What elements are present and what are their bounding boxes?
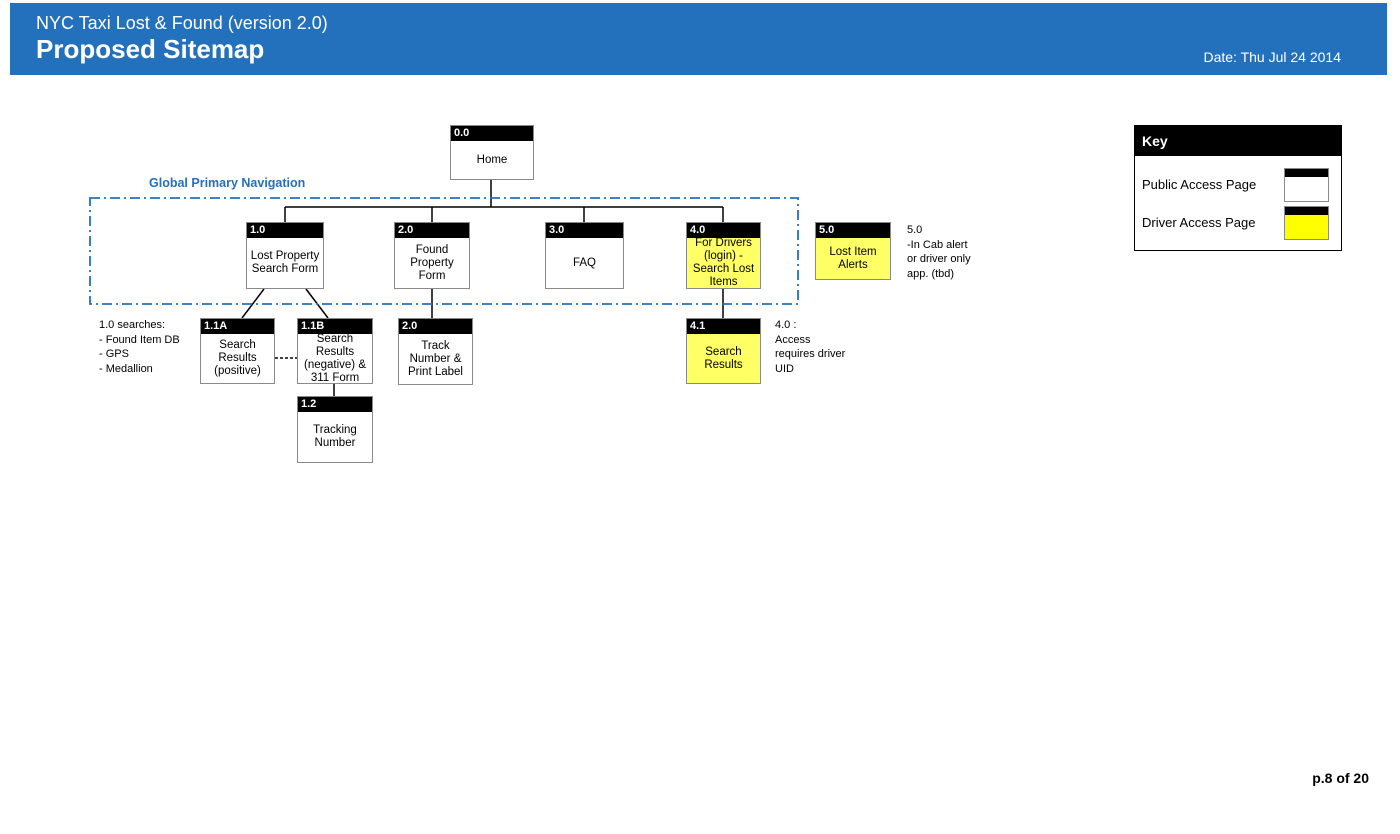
header-banner: NYC Taxi Lost & Found (version 2.0) Prop… <box>10 3 1387 75</box>
page-box-found-property-form: 2.0 Found Property Form <box>394 222 470 289</box>
page-number: p.8 of 20 <box>1312 770 1369 786</box>
page-label: Home <box>476 153 508 166</box>
page-box-lost-property-search: 1.0 Lost Property Search Form <box>246 222 324 289</box>
page-id: 1.1B <box>298 319 372 334</box>
legend-driver-label: Driver Access Page <box>1142 215 1256 230</box>
global-nav-label: Global Primary Navigation <box>149 176 306 190</box>
page-id: 1.2 <box>298 397 372 412</box>
page-label: Found Property Form <box>410 243 454 282</box>
global-nav-boundary <box>89 197 799 305</box>
legend-public-swatch <box>1284 168 1329 202</box>
page-box-search-results-negative: 1.1B Search Results (negative) & 311 For… <box>297 318 373 384</box>
note-4-0: 4.0 : Access requires driver UID <box>775 319 846 375</box>
page-box-driver-search-results: 4.1 Search Results <box>686 318 761 384</box>
page-label: Search Results <box>704 345 743 371</box>
page-label: Tracking Number <box>313 424 357 449</box>
page-id: 4.1 <box>687 319 760 334</box>
page-id: 1.0 <box>247 223 323 238</box>
page-id: 1.1A <box>201 319 274 334</box>
page-id: 4.0 <box>687 223 760 238</box>
document-subtitle: NYC Taxi Lost & Found (version 2.0) <box>36 13 328 33</box>
page-label: Search Results (negative) & 311 Form <box>303 332 366 384</box>
page-label: Search Results (positive) <box>214 339 261 377</box>
page-label: Lost Item Alerts <box>829 245 877 271</box>
page-box-for-drivers: 4.0 For Drivers (login) - Search Lost It… <box>686 222 761 289</box>
legend-title: Key <box>1135 126 1341 156</box>
page-label: Lost Property Search Form <box>250 250 320 275</box>
page-id: 3.0 <box>546 223 623 238</box>
page-id: 2.0 <box>395 223 469 238</box>
document-date: Date: Thu Jul 24 2014 <box>1203 49 1341 65</box>
page-box-tracking-number: 1.2 Tracking Number <box>297 396 373 463</box>
note-5-0: 5.0 -In Cab alert or driver only app. (t… <box>907 224 971 280</box>
page-box-search-results-positive: 1.1A Search Results (positive) <box>200 318 275 384</box>
page-id: 2.0 <box>399 319 472 334</box>
note-searches: 1.0 searches: - Found Item DB - GPS - Me… <box>99 319 180 375</box>
page-id: 0.0 <box>451 126 533 141</box>
page-box-lost-item-alerts: 5.0 Lost Item Alerts <box>815 222 891 280</box>
page-box-track-number: 2.0 Track Number & Print Label <box>398 318 473 385</box>
page-box-home: 0.0 Home <box>450 125 534 180</box>
page-label: Track Number & Print Label <box>408 339 463 378</box>
page-id: 5.0 <box>816 223 890 238</box>
page-title: Proposed Sitemap <box>36 34 265 64</box>
legend-key: Key Public Access Page Driver Access Pag… <box>1134 125 1342 251</box>
page-label: FAQ <box>572 256 596 269</box>
connector-1-0-to-1-1a <box>241 288 265 319</box>
legend-public-label: Public Access Page <box>1142 177 1257 192</box>
legend-driver-swatch <box>1284 206 1329 240</box>
page-label: For Drivers (login) - Search Lost Items <box>692 237 755 288</box>
page-box-faq: 3.0 FAQ <box>545 222 624 289</box>
